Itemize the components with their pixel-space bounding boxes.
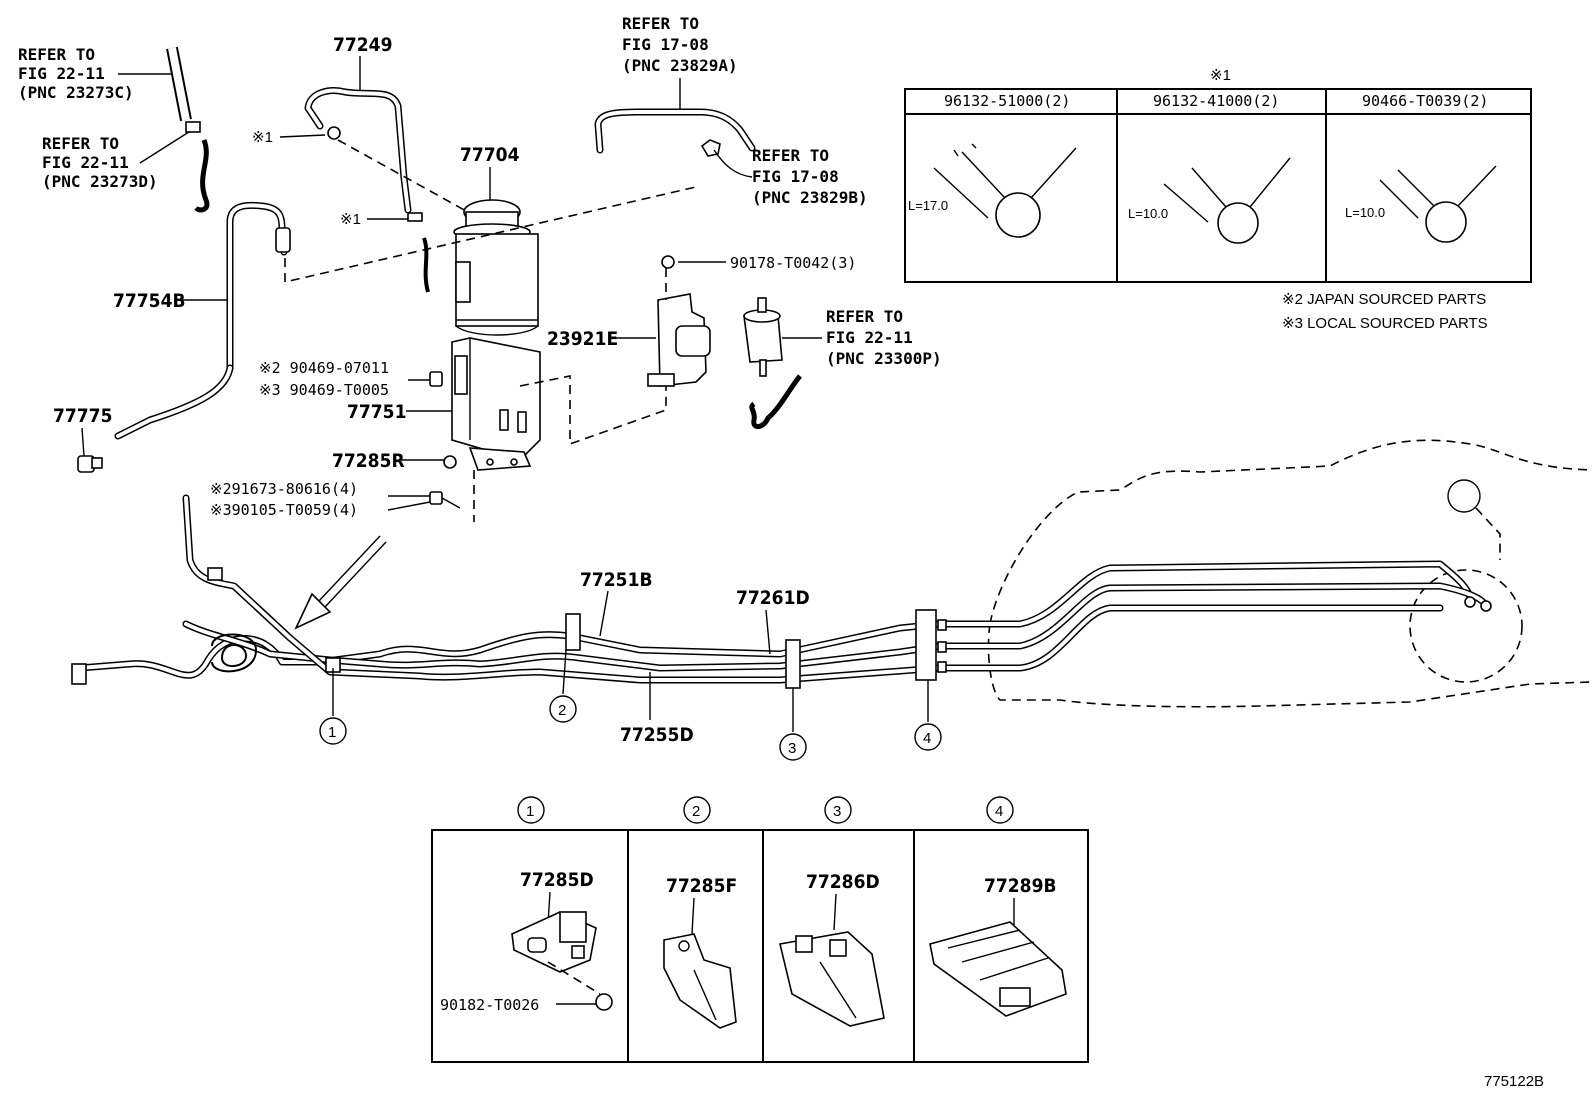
note-local: ※3 LOCAL SOURCED PARTS	[1282, 315, 1488, 332]
ref-text: (PNC 23273C)	[18, 83, 134, 102]
ref-text: FIG 22-11	[826, 328, 913, 347]
clamp-icon	[327, 126, 341, 140]
hose-23829	[594, 108, 756, 157]
clamp-table	[904, 88, 1532, 283]
fuel-tank	[987, 439, 1592, 708]
valve-23921E	[647, 293, 711, 387]
nut-icon	[595, 993, 613, 1011]
callout-text: 4	[923, 730, 931, 747]
callout-3: 3	[779, 688, 807, 761]
label-77704: 77704	[460, 144, 520, 166]
cap-77775	[77, 455, 103, 473]
callout-text: 1	[328, 724, 336, 741]
arrow-indicator	[294, 535, 387, 630]
ref-text: (PNC 23273D)	[42, 172, 158, 191]
clip-77286D	[779, 931, 885, 1027]
nut-icon	[443, 455, 457, 469]
mark-1: ※1	[340, 211, 361, 228]
callout-4: 4	[914, 680, 942, 751]
detail-circle-text: 4	[995, 803, 1003, 820]
clamp-table-mark: ※1	[1210, 67, 1231, 84]
callout-2: 2	[549, 649, 577, 723]
detail-table	[431, 829, 1089, 1063]
ref-text: FIG 17-08	[752, 167, 839, 186]
label-23921E: 23921E	[547, 328, 618, 350]
fuel-lines	[71, 494, 1492, 689]
detail-circle-4: 4	[986, 796, 1014, 824]
ref-text: FIG 22-11	[18, 64, 105, 83]
label-90469-07011: ※2 90469-07011	[259, 359, 389, 377]
clip-77285F	[663, 933, 737, 1029]
label-77286D: 77286D	[806, 871, 880, 893]
ref-text: (PNC 23829A)	[622, 56, 738, 75]
clamp-drawing-1: L=17.0	[908, 143, 1077, 238]
clamp-length-2: L=10.0	[1128, 206, 1168, 221]
ref-text: FIG 17-08	[622, 35, 709, 54]
detail-circle-1: 1	[517, 796, 545, 824]
ref-tl-lower: REFER TO FIG 22-11 (PNC 23273D)	[42, 134, 158, 191]
label-91673: ※291673-80616(4)	[210, 480, 358, 498]
ref-top-a: REFER TO FIG 17-08 (PNC 23829A)	[622, 14, 738, 75]
clamp-drawing-3: L=10.0	[1345, 165, 1497, 243]
ref-text: REFER TO	[42, 134, 119, 153]
ref-text: REFER TO	[752, 146, 829, 165]
hose-77249	[304, 87, 412, 214]
ref-text: REFER TO	[622, 14, 699, 33]
label-77285F: 77285F	[666, 875, 737, 897]
clamp-length-3: L=10.0	[1345, 205, 1385, 220]
filter	[743, 297, 802, 429]
label-bolts: ※291673-80616(4) ※390105-T0059(4)	[210, 480, 358, 519]
callout-text: 3	[788, 740, 796, 757]
detail-circle-3: 3	[824, 796, 852, 824]
ref-tl-upper: REFER TO FIG 22-11 (PNC 23273C)	[18, 45, 134, 102]
label-77261D: 77261D	[736, 587, 810, 609]
callout-1: 1	[319, 668, 347, 745]
ref-text: (PNC 23300P)	[826, 349, 942, 368]
label-77754B: 77754B	[113, 290, 186, 312]
canister-77704	[453, 199, 539, 336]
label-90182: 90182-T0026	[440, 996, 539, 1014]
clamp-part-3: 90466-T0039(2)	[1362, 92, 1488, 110]
label-77289B: 77289B	[984, 875, 1057, 897]
bolt-icon	[429, 491, 461, 509]
ref-text: REFER TO	[826, 307, 903, 326]
label-77251B: 77251B	[580, 569, 653, 591]
mark-1: ※1	[252, 129, 273, 146]
nut-icon	[661, 255, 675, 269]
ref-top-b: REFER TO FIG 17-08 (PNC 23829B)	[752, 146, 868, 207]
label-90105: ※390105-T0059(4)	[210, 501, 358, 519]
label-90178: 90178-T0042(3)	[730, 254, 856, 272]
ref-filter: REFER TO FIG 22-11 (PNC 23300P)	[826, 307, 942, 368]
label-77255D: 77255D	[620, 724, 694, 746]
label-77751: 77751	[347, 401, 406, 423]
clamp-part-1: 96132-51000(2)	[944, 92, 1070, 110]
hose-77754B	[114, 201, 291, 440]
clip-icon	[429, 371, 443, 387]
clip-77285D	[511, 911, 597, 973]
diagram-id: 775122B	[1484, 1073, 1544, 1090]
detail-circle-text: 3	[833, 803, 841, 820]
ref-text: (PNC 23829B)	[752, 188, 868, 207]
detail-circle-text: 2	[692, 803, 700, 820]
clamp-drawing-2: L=10.0	[1128, 157, 1291, 244]
label-77285D: 77285D	[520, 869, 594, 891]
label-77249: 77249	[333, 34, 392, 56]
label-77775: 77775	[53, 405, 112, 427]
ref-text: FIG 22-11	[42, 153, 129, 172]
clamp-icon	[407, 212, 423, 222]
clip-77289B	[929, 921, 1067, 1017]
detail-circle-2: 2	[683, 796, 711, 824]
note-japan: ※2 JAPAN SOURCED PARTS	[1282, 291, 1486, 308]
ref-text: REFER TO	[18, 45, 95, 64]
clamp-length-1: L=17.0	[908, 198, 948, 213]
clamp-part-2: 96132-41000(2)	[1153, 92, 1279, 110]
label-77285R: 77285R	[332, 450, 405, 472]
callout-text: 2	[558, 702, 566, 719]
detail-circle-text: 1	[526, 803, 534, 820]
bracket-77751	[451, 337, 541, 471]
label-90469: ※2 90469-07011 ※3 90469-T0005	[259, 359, 389, 399]
hose-top-left	[166, 46, 210, 213]
label-90469-T0005: ※3 90469-T0005	[259, 381, 389, 399]
